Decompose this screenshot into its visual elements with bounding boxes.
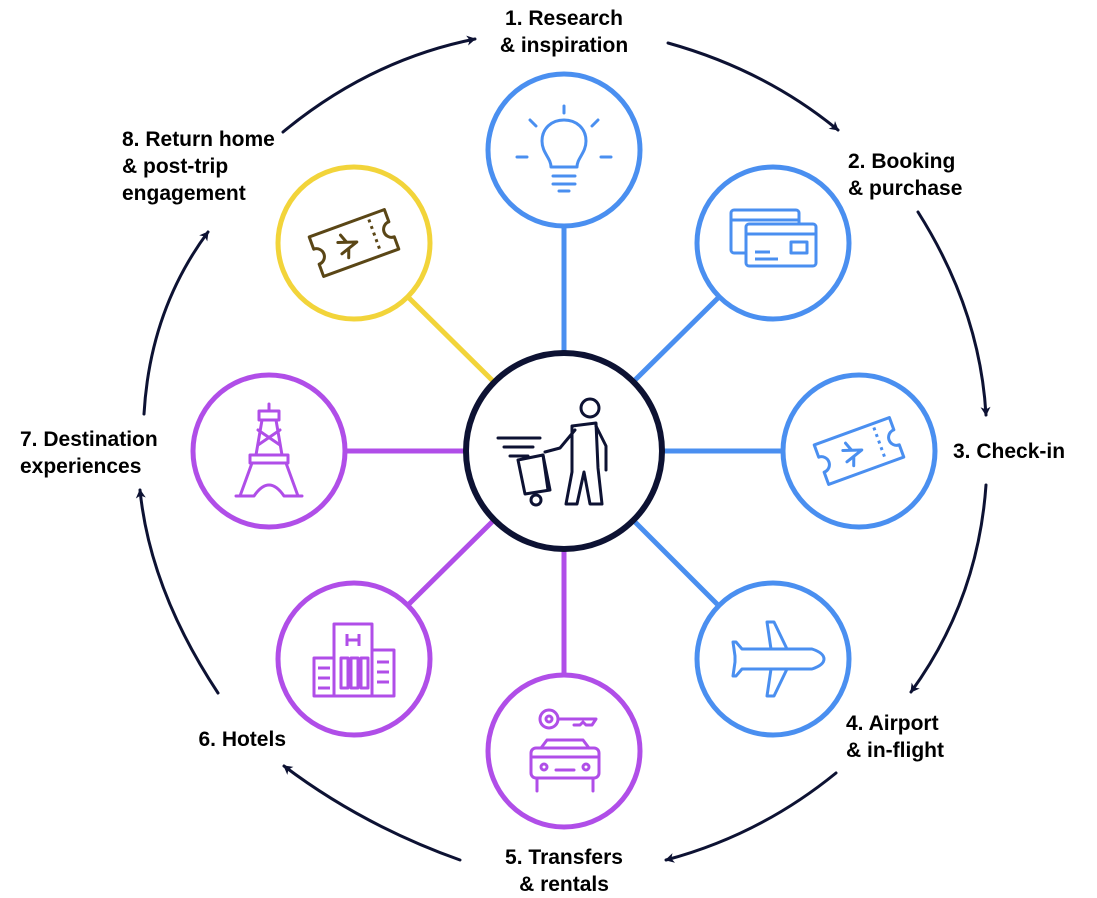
label-destination-line2: experiences	[20, 455, 142, 478]
arrow-7-to-8	[142, 230, 210, 416]
label-hotels: 6. Hotels	[150, 726, 286, 753]
spoke-hotels	[406, 517, 497, 607]
label-booking-line1: 2. Booking	[848, 150, 956, 173]
credit-cards-icon	[729, 208, 818, 268]
spoke-return	[406, 295, 497, 385]
stage-circle-transfers	[485, 672, 643, 830]
label-destination-line1: 7. Destination	[20, 428, 158, 451]
traveler-with-luggage-icon	[496, 397, 608, 507]
label-destination: 7. Destination experiences	[20, 426, 190, 480]
label-research-line2: & inspiration	[499, 34, 629, 57]
label-research-line1: 1. Research	[505, 7, 623, 30]
stage-circle-checkin	[780, 372, 938, 530]
stage-circle-return	[275, 164, 433, 322]
spokes	[345, 226, 783, 675]
arrow-8-to-1	[281, 35, 477, 134]
label-checkin-line1: 3. Check-in	[953, 440, 1066, 463]
label-booking: 2. Booking & purchase	[848, 148, 998, 202]
label-hotels-line1: 6. Hotels	[198, 728, 286, 751]
stage-circle-destination	[190, 372, 348, 530]
hotel-building-icon	[312, 622, 396, 698]
stage-circle-booking	[694, 164, 852, 322]
car-and-key-icon	[529, 708, 601, 793]
label-return-line1: 8. Return home	[122, 128, 275, 151]
cycle-arrows	[135, 35, 991, 863]
label-checkin: 3. Check-in	[953, 438, 1088, 465]
label-airport: 4. Airport & in-flight	[846, 710, 996, 764]
lightbulb-icon	[515, 104, 613, 193]
arrow-5-to-6	[282, 764, 462, 862]
label-airport-line1: 4. Airport	[846, 712, 939, 735]
eiffel-tower-icon	[234, 402, 304, 498]
label-return-line2: & post-trip	[122, 155, 229, 178]
spoke-airport	[630, 517, 720, 607]
arrow-1-to-2	[666, 41, 840, 132]
stage-circle-research	[485, 71, 643, 229]
label-booking-line2: & purchase	[848, 177, 963, 200]
label-research: 1. Research & inspiration	[484, 5, 644, 59]
label-return: 8. Return home & post-trip engagement	[122, 126, 312, 207]
airplane-icon	[731, 620, 826, 698]
arrow-4-to-5	[664, 771, 838, 863]
label-return-line3: engagement	[122, 182, 246, 205]
arrow-3-to-4	[909, 483, 988, 694]
arrow-6-to-7	[135, 488, 220, 695]
label-transfers-line2: & rentals	[519, 873, 609, 896]
stage-circle-airport	[694, 580, 852, 738]
label-transfers-line1: 5. Transfers	[505, 846, 623, 869]
label-transfers: 5. Transfers & rentals	[484, 844, 644, 898]
plane-ticket-icon	[307, 208, 401, 278]
spoke-booking	[630, 295, 721, 385]
plane-ticket-icon	[812, 416, 906, 486]
stage-circle-hotels	[275, 580, 433, 738]
arrow-2-to-3	[916, 210, 991, 417]
center-hub	[463, 350, 665, 552]
label-airport-line2: & in-flight	[846, 739, 944, 762]
